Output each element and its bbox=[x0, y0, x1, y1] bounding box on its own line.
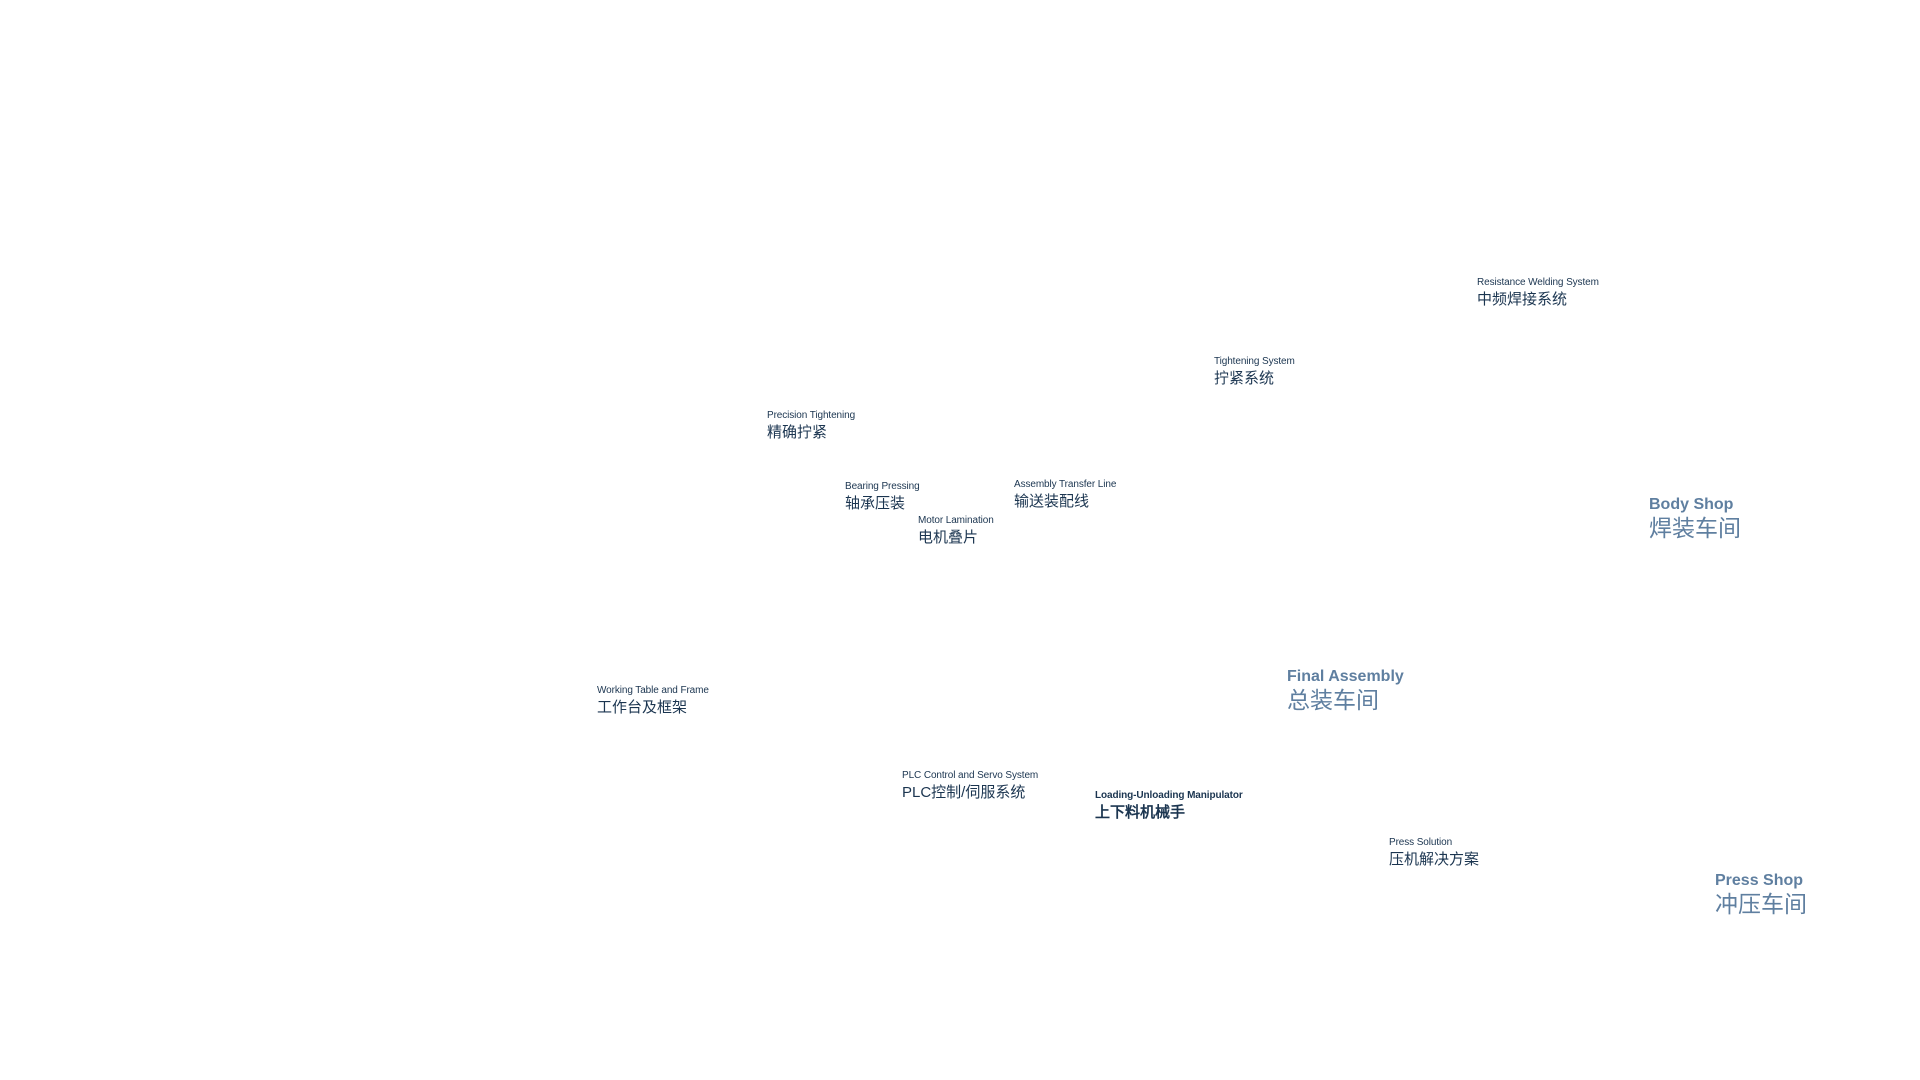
label-bearing-pressing: Bearing Pressing 轴承压装 bbox=[845, 481, 920, 512]
label-resistance-welding-system: Resistance Welding System 中频焊接系统 bbox=[1477, 277, 1599, 308]
shop-label-press-shop: Press Shop 冲压车间 bbox=[1715, 872, 1807, 918]
label-en: Loading-Unloading Manipulator bbox=[1095, 790, 1243, 801]
label-en: Precision Tightening bbox=[767, 410, 856, 421]
label-en: Bearing Pressing bbox=[845, 481, 920, 492]
label-zh: 压机解决方案 bbox=[1389, 850, 1480, 868]
label-assembly-transfer-line: Assembly Transfer Line 输送装配线 bbox=[1014, 479, 1116, 510]
label-zh: 轴承压装 bbox=[845, 494, 906, 512]
label-zh: 拧紧系统 bbox=[1214, 369, 1275, 387]
shop-label-zh: 总装车间 bbox=[1287, 687, 1379, 714]
shop-label-en: Final Assembly bbox=[1287, 668, 1404, 685]
shop-label-zh: 冲压车间 bbox=[1715, 891, 1807, 918]
label-en: Press Solution bbox=[1389, 837, 1453, 848]
label-zh: 中频焊接系统 bbox=[1477, 290, 1568, 308]
label-loading-unloading-manipulator: Loading-Unloading Manipulator 上下料机械手 bbox=[1095, 790, 1243, 821]
label-zh: 输送装配线 bbox=[1014, 492, 1090, 510]
shop-label-en: Body Shop bbox=[1649, 496, 1734, 513]
shop-label-en: Press Shop bbox=[1715, 872, 1804, 889]
label-zh: 工作台及框架 bbox=[597, 698, 688, 716]
label-en: Tightening System bbox=[1214, 356, 1295, 367]
label-zh: 电机叠片 bbox=[918, 528, 979, 546]
label-zh: PLC控制/伺服系统 bbox=[902, 783, 1026, 801]
label-plc-control-servo-system: PLC Control and Servo System PLC控制/伺服系统 bbox=[902, 770, 1038, 801]
shop-label-body-shop: Body Shop 焊装车间 bbox=[1649, 496, 1741, 542]
label-press-solution: Press Solution 压机解决方案 bbox=[1389, 837, 1479, 868]
label-zh: 上下料机械手 bbox=[1095, 803, 1186, 821]
label-en: PLC Control and Servo System bbox=[902, 770, 1039, 781]
label-precision-tightening: Precision Tightening 精确拧紧 bbox=[767, 410, 855, 441]
shop-label-final-assembly: Final Assembly 总装车间 bbox=[1287, 668, 1404, 714]
label-zh: 精确拧紧 bbox=[767, 423, 828, 441]
label-motor-lamination: Motor Lamination 电机叠片 bbox=[918, 515, 994, 546]
label-working-table-and-frame: Working Table and Frame 工作台及框架 bbox=[597, 685, 709, 716]
shop-label-zh: 焊装车间 bbox=[1649, 515, 1741, 542]
label-en: Motor Lamination bbox=[918, 515, 994, 526]
label-en: Assembly Transfer Line bbox=[1014, 479, 1117, 490]
label-en: Working Table and Frame bbox=[597, 685, 709, 696]
label-tightening-system: Tightening System 拧紧系统 bbox=[1214, 356, 1295, 387]
label-en: Resistance Welding System bbox=[1477, 277, 1599, 288]
